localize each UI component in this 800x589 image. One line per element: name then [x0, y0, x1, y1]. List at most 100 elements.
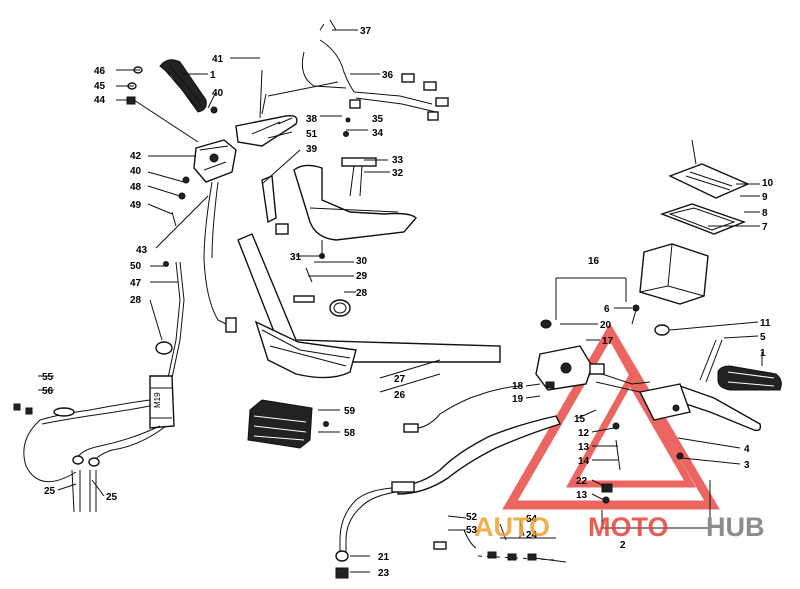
- part-32-shell: [293, 164, 417, 241]
- callout-30: 30: [356, 256, 368, 267]
- part-23: [335, 567, 349, 579]
- part-39-plug: [275, 223, 289, 235]
- part-57-coil: [149, 375, 175, 429]
- part-5-bolt: [699, 339, 723, 383]
- part-40-nut: [182, 176, 190, 184]
- callout-labels: 3736411464544403851353442393332404849433…: [42, 26, 774, 579]
- callout-6: 6: [604, 304, 610, 315]
- callout-33: 33: [392, 155, 404, 166]
- part-3: [676, 452, 684, 460]
- callout-34: 34: [372, 128, 384, 139]
- connector-18: [403, 423, 419, 433]
- left-grip-assembly: [126, 59, 298, 333]
- center-parts: [247, 385, 561, 579]
- part-33-bar: [341, 157, 377, 167]
- part-44: [126, 96, 136, 105]
- watermark-word-moto: MOTO: [588, 512, 669, 542]
- callout-4: 4: [744, 444, 750, 455]
- watermark-word-auto: AUTO: [474, 512, 550, 542]
- part-8-gasket: [659, 203, 747, 235]
- part-20: [540, 319, 552, 329]
- part-22: [601, 483, 613, 493]
- part-13-pin: [615, 439, 621, 471]
- bracket-lines: [261, 93, 711, 539]
- connector-36c: [435, 97, 449, 107]
- part-56-connector: [53, 407, 75, 417]
- callout-18: 18: [512, 381, 524, 392]
- left-grip: [159, 59, 207, 113]
- callout-25: 25: [44, 486, 56, 497]
- callout-9: 9: [762, 192, 768, 203]
- callout-28: 28: [130, 295, 142, 306]
- connector-36a: [401, 73, 415, 83]
- callout-53: 53: [466, 525, 478, 536]
- callout-23: 23: [378, 568, 390, 579]
- callout-39: 39: [306, 144, 318, 155]
- throttle-lever: [235, 114, 298, 147]
- callout-19: 19: [512, 394, 524, 405]
- part-28-ring: [329, 299, 351, 317]
- left-lower-cables: [13, 261, 185, 513]
- callout-36: 36: [382, 70, 394, 81]
- part-9-cover: [668, 163, 750, 199]
- part-59: [323, 421, 329, 427]
- callout-38: 38: [306, 114, 318, 125]
- part-55: [25, 407, 33, 415]
- callout-29: 29: [356, 271, 368, 282]
- callout-46: 46: [94, 66, 106, 77]
- callout-26: 26: [394, 390, 406, 401]
- callout-56: 56: [42, 386, 54, 397]
- part-10-screw: [691, 139, 697, 165]
- handlebar: [237, 233, 501, 379]
- watermark-word-hub: HUB: [706, 512, 765, 542]
- callout-54: 54: [526, 514, 538, 525]
- callout-27: 27: [394, 374, 406, 385]
- callout-28: 28: [356, 288, 368, 299]
- callout-1: 1: [210, 70, 216, 81]
- watermark-text: AUTO MOTO HUB: [474, 512, 765, 542]
- part-30: [305, 267, 313, 283]
- part-52: [433, 541, 447, 550]
- callout-15: 15: [574, 414, 586, 425]
- watermark-triangle-inner: [566, 372, 697, 488]
- part-7-reservoir: [639, 243, 709, 305]
- callout-13: 13: [578, 442, 590, 453]
- callout-43: 43: [136, 245, 148, 256]
- callout-10: 10: [762, 178, 774, 189]
- callout-13: 13: [576, 490, 588, 501]
- coil-decal: M19: [153, 392, 162, 408]
- callout-41: 41: [212, 54, 224, 65]
- callout-12: 12: [578, 428, 590, 439]
- callout-48: 48: [130, 182, 142, 193]
- callout-24: 24: [526, 530, 538, 541]
- part-28b-ring: [155, 341, 173, 355]
- callout-55: 55: [42, 372, 54, 383]
- callout-47: 47: [130, 278, 142, 289]
- master-cylinder: [433, 139, 782, 563]
- callout-25: 25: [106, 492, 118, 503]
- part-35: [345, 117, 351, 123]
- part-21: [335, 550, 349, 562]
- callout-45: 45: [94, 81, 106, 92]
- callout-5: 5: [760, 332, 766, 343]
- callout-32: 32: [392, 168, 404, 179]
- callout-2: 2: [620, 540, 626, 551]
- callout-37: 37: [360, 26, 372, 37]
- part-11: [654, 324, 670, 336]
- part-58-block: [247, 399, 313, 449]
- callout-35: 35: [372, 114, 384, 125]
- callout-7: 7: [762, 222, 768, 233]
- callout-21: 21: [378, 552, 390, 563]
- part-47-cable: [167, 261, 181, 379]
- callout-1: 1: [760, 348, 766, 359]
- part-29: [293, 295, 315, 303]
- callout-16: 16: [588, 256, 600, 267]
- hose-fitting: [391, 481, 415, 493]
- callout-3: 3: [744, 460, 750, 471]
- callout-17: 17: [602, 336, 614, 347]
- connector-36d: [427, 111, 439, 121]
- callout-51: 51: [306, 129, 318, 140]
- part-21-line: [339, 487, 393, 552]
- leader-lines: [38, 29, 763, 573]
- callout-22: 22: [576, 476, 588, 487]
